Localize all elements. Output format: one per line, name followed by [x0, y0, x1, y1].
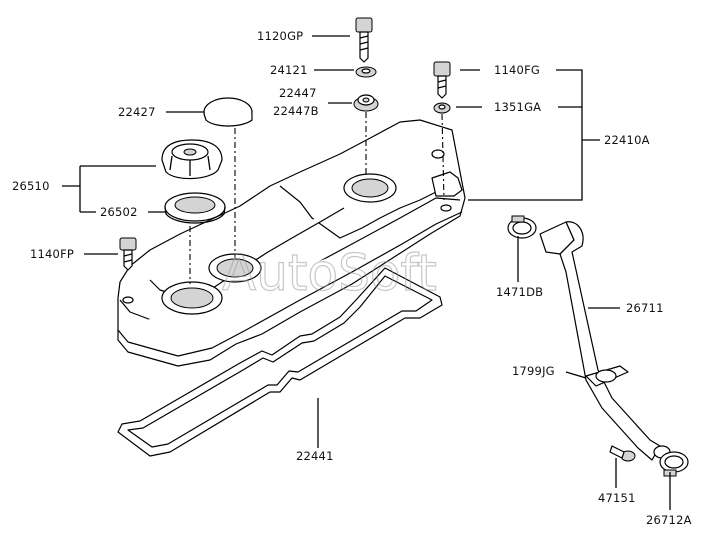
- label-1799jg: 1799JG: [512, 364, 555, 378]
- label-22427: 22427: [118, 105, 156, 119]
- label-1140fp: 1140FP: [30, 247, 74, 261]
- part-labels: 1120GP 24121 22447 22447B 1140FG 1351GA …: [12, 29, 692, 527]
- label-26711: 26711: [626, 301, 664, 315]
- bolt-1140fg-icon: [433, 61, 451, 99]
- rocker-cover-gasket: [117, 267, 443, 457]
- label-1140fg: 1140FG: [494, 63, 540, 77]
- cap-gasket-26502-icon: [164, 192, 226, 224]
- label-26712a: 26712A: [646, 513, 692, 527]
- rocker-cover: [117, 119, 466, 367]
- assembly-center-lines: [189, 112, 445, 284]
- screw-47151-icon: [609, 445, 636, 462]
- washer-1351ga-icon: [433, 102, 451, 114]
- washer-24121-icon: [355, 66, 377, 78]
- label-24121: 24121: [270, 63, 308, 77]
- plug-22427-icon: [203, 97, 253, 127]
- label-22447b: 22447B: [273, 104, 319, 118]
- bolt-1140fp-icon: [119, 237, 137, 271]
- label-47151: 47151: [598, 491, 636, 505]
- label-1471db: 1471DB: [496, 285, 543, 299]
- breather-hose-icon: [539, 221, 671, 461]
- bolt-1120gp-icon: [355, 17, 373, 63]
- label-1351ga: 1351GA: [494, 100, 541, 114]
- leader-lines: [62, 35, 671, 510]
- label-26502: 26502: [100, 205, 138, 219]
- grommet-22447-icon: [353, 94, 379, 112]
- label-22447: 22447: [279, 86, 317, 100]
- oil-filler-cap-icon: [161, 139, 223, 180]
- hose-clamp-1471db-icon: [507, 215, 537, 239]
- hose-clip-1799jg-icon: [585, 365, 629, 387]
- label-22410a: 22410A: [604, 133, 650, 147]
- label-26510: 26510: [12, 179, 50, 193]
- label-22441: 22441: [296, 449, 334, 463]
- hose-clamp-26712a-icon: [659, 451, 689, 477]
- watermark: AutoSoft: [222, 244, 437, 302]
- label-1120gp: 1120GP: [257, 29, 303, 43]
